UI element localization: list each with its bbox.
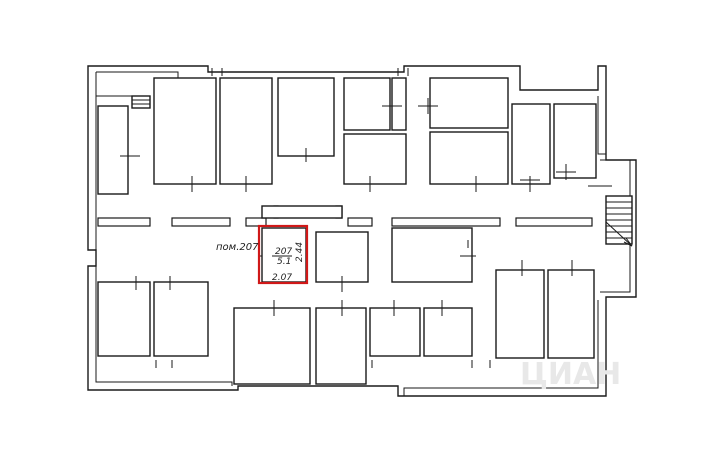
room-caption: пом.207 (216, 242, 259, 253)
watermark: ЦИАН (520, 357, 621, 392)
room-207-width: 2.07 (272, 273, 292, 283)
room-207-highlight (257, 224, 309, 285)
lower-rooms (97, 269, 595, 385)
upper-rooms (97, 77, 597, 195)
staircase (605, 195, 633, 247)
room-207-length: 2.44 (295, 242, 305, 262)
middle-rooms (261, 205, 473, 283)
room-207-number: 207 (275, 247, 292, 257)
staircase-small (131, 95, 151, 109)
room-207[interactable]: 207 5.1 2.07 2.44 (257, 224, 309, 285)
room-207-area: 5.1 (277, 257, 291, 267)
